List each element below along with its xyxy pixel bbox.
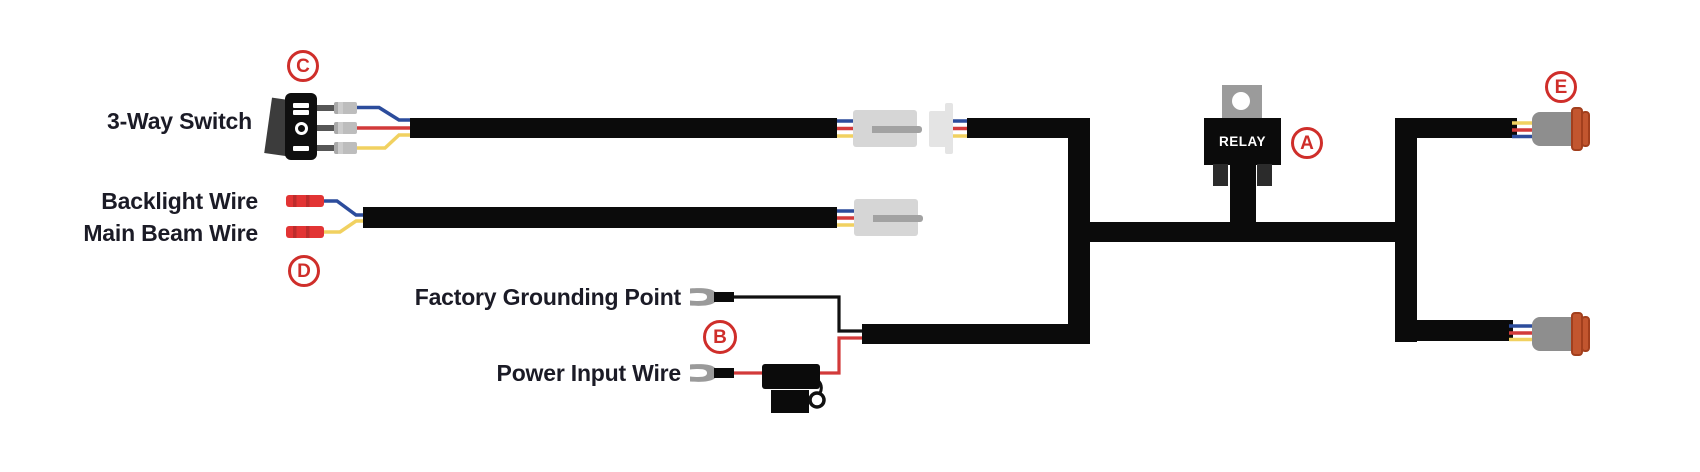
relay-mount-hole — [1232, 92, 1250, 110]
relay-pin-right — [1257, 164, 1272, 186]
backlight-butt-connector-icon — [286, 195, 324, 207]
fuse-loop-icon — [808, 391, 826, 409]
switch-terminal-stem-3 — [317, 145, 335, 151]
mainbeam-label: Main Beam Wire — [83, 220, 258, 246]
power-fork-terminal-icon — [690, 364, 717, 382]
switch-terminal-crimp-2 — [334, 122, 357, 134]
switch-wires — [357, 105, 414, 150]
output-branch-bottom — [1395, 320, 1513, 341]
switch-position-top-bar1 — [293, 103, 309, 108]
male-connector-2-blade — [873, 214, 923, 222]
ground-fork-terminal-icon — [690, 288, 717, 306]
switch-terminal-crimp-3 — [334, 142, 357, 154]
ground-wire — [733, 295, 866, 333]
switch-terminal-stem-1 — [317, 104, 335, 111]
switch-position-middle-icon — [294, 121, 308, 135]
power-wire-right — [818, 336, 866, 375]
power-ground-cable — [862, 324, 1090, 344]
backlight-mainbeam-cable — [363, 207, 837, 228]
callout-d: D — [288, 255, 320, 287]
female-connector-1-flange — [945, 103, 953, 154]
callout-b: B — [703, 320, 737, 354]
power-label: Power Input Wire — [496, 360, 682, 386]
main-trunk-cable — [1068, 222, 1417, 242]
backlight-label: Backlight Wire — [101, 188, 258, 214]
junction-bar-right — [1395, 118, 1417, 342]
callout-c: C — [287, 50, 319, 82]
callout-a-letter: A — [1300, 132, 1314, 154]
relay-stem — [1230, 164, 1256, 224]
male-connector-1-blade — [872, 125, 922, 133]
switch-cable-left — [410, 118, 837, 138]
ground-terminal-stub — [714, 292, 734, 302]
backlight-mainbeam-wires — [322, 199, 366, 234]
callout-e: E — [1545, 71, 1577, 103]
relay-pin-left — [1213, 164, 1228, 186]
grounding-label: Factory Grounding Point — [414, 284, 681, 310]
power-terminal-stub — [714, 368, 734, 378]
output-branch-top — [1395, 118, 1517, 138]
fuse-holder-icon — [762, 364, 820, 389]
callout-d-letter: D — [297, 260, 311, 282]
mainbeam-butt-connector-icon — [286, 226, 324, 238]
fuse-holder-body — [771, 390, 809, 413]
output-connector-top-ring2 — [1581, 111, 1590, 147]
connector-gap-wires-2 — [950, 119, 970, 138]
output-connector-bottom — [1532, 317, 1575, 351]
relay-icon: RELAY — [1204, 118, 1281, 165]
callout-e-letter: E — [1554, 76, 1568, 98]
callout-c-letter: C — [296, 55, 310, 77]
callout-a: A — [1291, 127, 1323, 159]
switch-terminal-crimp-1 — [334, 101, 357, 114]
callout-b-letter: B — [713, 326, 727, 348]
switch-position-top-bar2 — [293, 110, 309, 115]
output-connector-bottom-ring2 — [1581, 316, 1590, 352]
switch-label: 3-Way Switch — [107, 108, 252, 134]
relay-label: RELAY — [1218, 134, 1266, 149]
switch-cable-right — [967, 118, 1090, 138]
switch-terminal-stem-2 — [317, 125, 335, 131]
switch-position-bottom-bar — [293, 146, 309, 151]
output-connector-top — [1532, 112, 1575, 146]
